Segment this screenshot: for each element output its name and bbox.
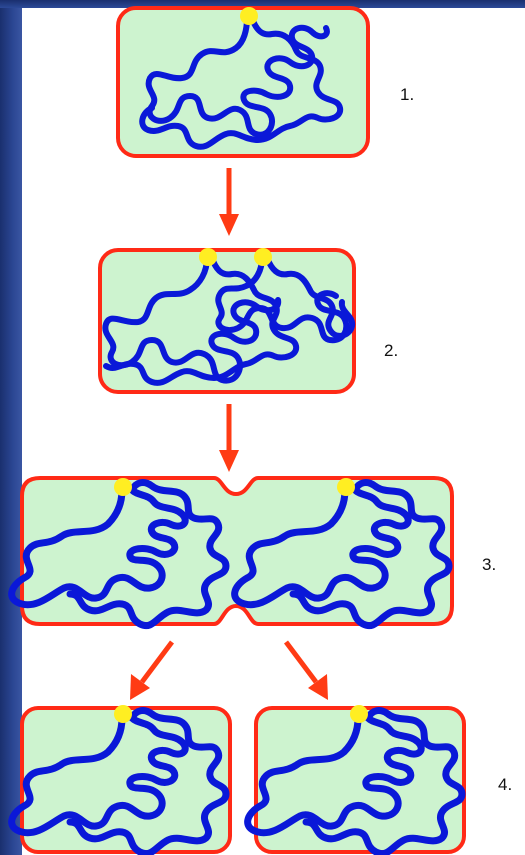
slide-topbar <box>0 0 525 8</box>
arrow-down <box>219 404 239 472</box>
arrow-down-left <box>130 640 174 700</box>
step-label: 1. <box>400 85 414 104</box>
slide-sidebar <box>0 0 22 855</box>
origin-of-replication <box>254 248 272 266</box>
step-2-cell: 2. <box>98 248 398 394</box>
origin-of-replication <box>350 705 368 723</box>
origin-of-replication <box>240 7 258 25</box>
step-4-daughter-cell-right <box>248 705 466 854</box>
dna-chromosome <box>139 15 344 150</box>
arrow-down <box>219 168 239 236</box>
origin-of-replication <box>199 248 217 266</box>
origin-of-replication <box>114 705 132 723</box>
step-label: 3. <box>482 555 496 574</box>
origin-of-replication <box>114 478 132 496</box>
cell-membrane <box>20 476 454 626</box>
origin-of-replication <box>337 478 355 496</box>
dna-chromosome <box>102 255 356 386</box>
step-1-cell: 1. <box>116 6 414 158</box>
arrow-down-right <box>284 640 328 700</box>
step-label: 4. <box>498 775 512 794</box>
step-3-dividing-cell: 3. <box>12 476 496 626</box>
step-label: 2. <box>384 341 398 360</box>
step-4-daughter-cell-left <box>12 705 232 854</box>
